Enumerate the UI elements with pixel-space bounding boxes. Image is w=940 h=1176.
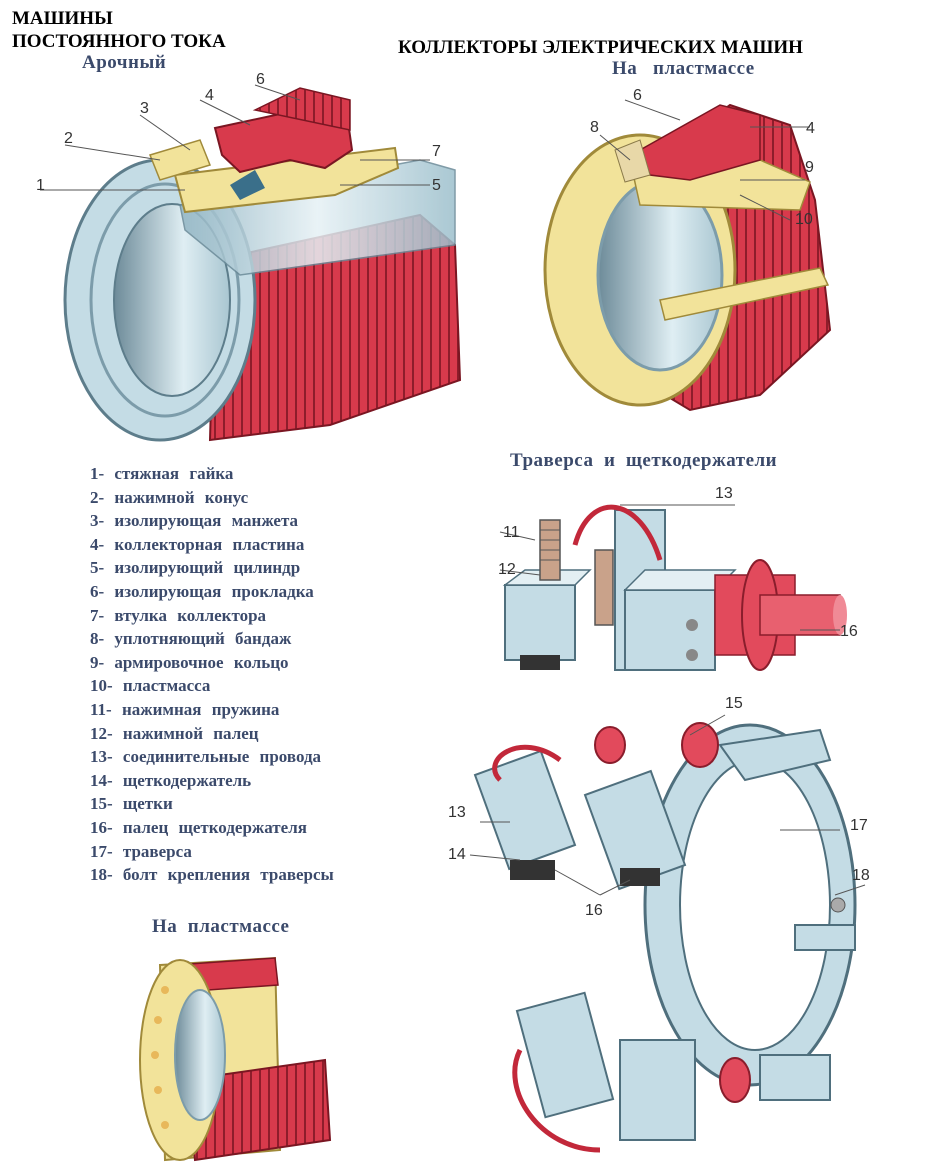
callout-holder-13: 13: [715, 485, 733, 502]
legend-item-11: 11- нажимная пружина: [90, 699, 280, 719]
callout-arched-5: 5: [432, 177, 441, 194]
callout-plastic-6: 6: [633, 87, 642, 104]
legend-item-10: 10- пластмасса: [90, 676, 211, 696]
callout-traverse-16: 15: [725, 695, 743, 712]
callout-traverse-18: 18: [852, 867, 870, 884]
callout-traverse-15: 16: [585, 902, 603, 919]
callout-arched-7: 7: [432, 143, 441, 160]
legend-item-14: 14- щеткодержатель: [90, 770, 252, 790]
legend-item-8: 8- уплотняющий бандаж: [90, 629, 292, 649]
plastic-cutaway-illustration: [139, 956, 332, 1162]
legend-item-15: 15- щетки: [90, 794, 173, 814]
subtitle-plastic-top: На пластмассе: [612, 58, 755, 79]
legend-item-7: 7- втулка коллектора: [90, 605, 267, 625]
legend-item-1: 1- стяжная гайка: [90, 464, 234, 483]
legend-item-5: 5- изолирующий цилиндр: [90, 558, 301, 578]
legend-item-6: 6- изолирующая прокладка: [90, 581, 314, 601]
plastic-commutator-illustration: [543, 103, 832, 412]
callout-arched-2: 2: [64, 130, 73, 147]
callout-leaders: [40, 84, 866, 896]
callout-arched-1: 1: [36, 177, 45, 194]
callout-plastic-9: 9: [805, 159, 814, 176]
legend-list: 1- стяжная гайка 2- нажимной конус 3- из…: [90, 462, 334, 887]
traverse-illustration: [473, 722, 857, 1153]
callout-holder-12: 12: [498, 561, 516, 578]
legend-item-17: 17- траверса: [90, 841, 192, 861]
subtitle-arched: Арочный: [82, 52, 167, 73]
main-title: КОЛЛЕКТОРЫ ЭЛЕКТРИЧЕСКИХ МАШИН: [398, 37, 803, 58]
callout-plastic-10: 10: [795, 211, 813, 228]
brush-holder-illustration: [502, 504, 847, 671]
legend-item-2: 2- нажимной конус: [90, 487, 249, 507]
callout-traverse-13: 13: [448, 804, 466, 821]
callout-arched-4: 4: [205, 87, 214, 104]
callout-plastic-8: 8: [590, 119, 599, 136]
callout-holder-11: 11: [503, 524, 520, 541]
legend-item-9: 9- армировочное кольцо: [90, 652, 289, 672]
callout-arched-3: 3: [140, 100, 149, 117]
callout-holder-16: 16: [840, 623, 858, 640]
arched-commutator-illustration: [63, 87, 462, 442]
legend-item-12: 12- нажимной палец: [90, 723, 259, 743]
callout-traverse-17: 17: [850, 817, 868, 834]
callout-plastic-4: 4: [806, 120, 815, 137]
header-title-line2: ПОСТОЯННОГО ТОКА: [12, 31, 226, 52]
legend-item-13: 13- соединительные провода: [90, 747, 322, 767]
legend-item-3: 3- изолирующая манжета: [90, 511, 299, 531]
legend-item-4: 4- коллекторная пластина: [90, 534, 305, 554]
callout-traverse-14: 14: [448, 846, 466, 863]
header-title-line1: МАШИНЫ: [12, 8, 113, 29]
subtitle-traverse: Траверса и щеткодержатели: [510, 450, 778, 471]
legend-item-16: 16- палец щеткодержателя: [90, 817, 307, 837]
legend-item-18: 18- болт крепления траверсы: [90, 865, 334, 885]
subtitle-plastic-bottom: На пластмассе: [152, 916, 290, 937]
callout-arched-6: 6: [256, 71, 265, 88]
